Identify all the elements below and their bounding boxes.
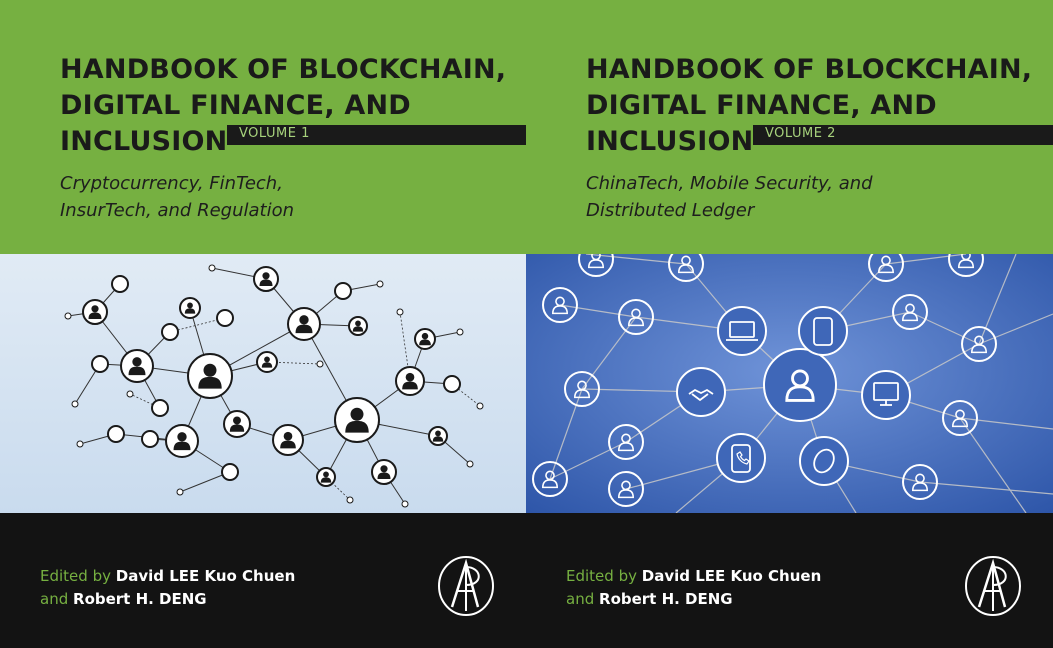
editors: Edited by David LEE Kuo Chuen and Robert… xyxy=(566,565,821,611)
edited-by-label: Edited by xyxy=(40,567,111,585)
book-cover-volume-2[interactable]: HANDBOOK OF BLOCKCHAIN, DIGITAL FINANCE,… xyxy=(526,0,1053,648)
book-title: HANDBOOK OF BLOCKCHAIN, DIGITAL FINANCE,… xyxy=(60,52,506,160)
title-line-3: INCLUSION xyxy=(60,126,228,157)
publisher-logo xyxy=(438,556,494,616)
network-illustration xyxy=(0,254,526,513)
title-line-3: INCLUSION xyxy=(586,126,754,157)
title-line-1: HANDBOOK OF BLOCKCHAIN, xyxy=(60,54,507,85)
editor-name-1: David LEE Kuo Chuen xyxy=(641,567,822,585)
volume-bar: VOLUME 2 xyxy=(753,125,1053,145)
volume-label: VOLUME 2 xyxy=(765,126,836,141)
subtitle-line-1: ChinaTech, Mobile Security, and xyxy=(586,173,873,194)
editor-name-1: David LEE Kuo Chuen xyxy=(115,567,296,585)
book-subtitle: Cryptocurrency, FinTech, InsurTech, and … xyxy=(60,170,294,224)
editors-band: Edited by David LEE Kuo Chuen and Robert… xyxy=(526,513,1053,648)
title-line-2: DIGITAL FINANCE, AND xyxy=(60,90,411,121)
publisher-logo xyxy=(965,556,1021,616)
title-band: HANDBOOK OF BLOCKCHAIN, DIGITAL FINANCE,… xyxy=(526,0,1053,254)
editors-band: Edited by David LEE Kuo Chuen and Robert… xyxy=(0,513,526,648)
and-label: and xyxy=(40,590,69,608)
book-subtitle: ChinaTech, Mobile Security, and Distribu… xyxy=(586,170,873,224)
volume-bar: VOLUME 1 xyxy=(227,125,526,145)
subtitle-line-1: Cryptocurrency, FinTech, xyxy=(60,173,283,194)
subtitle-line-2: InsurTech, and Regulation xyxy=(60,200,295,221)
book-title: HANDBOOK OF BLOCKCHAIN, DIGITAL FINANCE,… xyxy=(586,52,1032,160)
book-cover-volume-1[interactable]: HANDBOOK OF BLOCKCHAIN, DIGITAL FINANCE,… xyxy=(0,0,526,648)
title-line-2: DIGITAL FINANCE, AND xyxy=(586,90,937,121)
editor-name-2: Robert H. DENG xyxy=(73,590,207,608)
network-illustration xyxy=(526,254,1053,513)
title-line-1: HANDBOOK OF BLOCKCHAIN, xyxy=(586,54,1033,85)
subtitle-line-2: Distributed Ledger xyxy=(586,200,755,221)
volume-label: VOLUME 1 xyxy=(239,126,310,141)
editor-name-2: Robert H. DENG xyxy=(599,590,733,608)
and-label: and xyxy=(566,590,595,608)
edited-by-label: Edited by xyxy=(566,567,637,585)
editors: Edited by David LEE Kuo Chuen and Robert… xyxy=(40,565,295,611)
title-band: HANDBOOK OF BLOCKCHAIN, DIGITAL FINANCE,… xyxy=(0,0,526,254)
